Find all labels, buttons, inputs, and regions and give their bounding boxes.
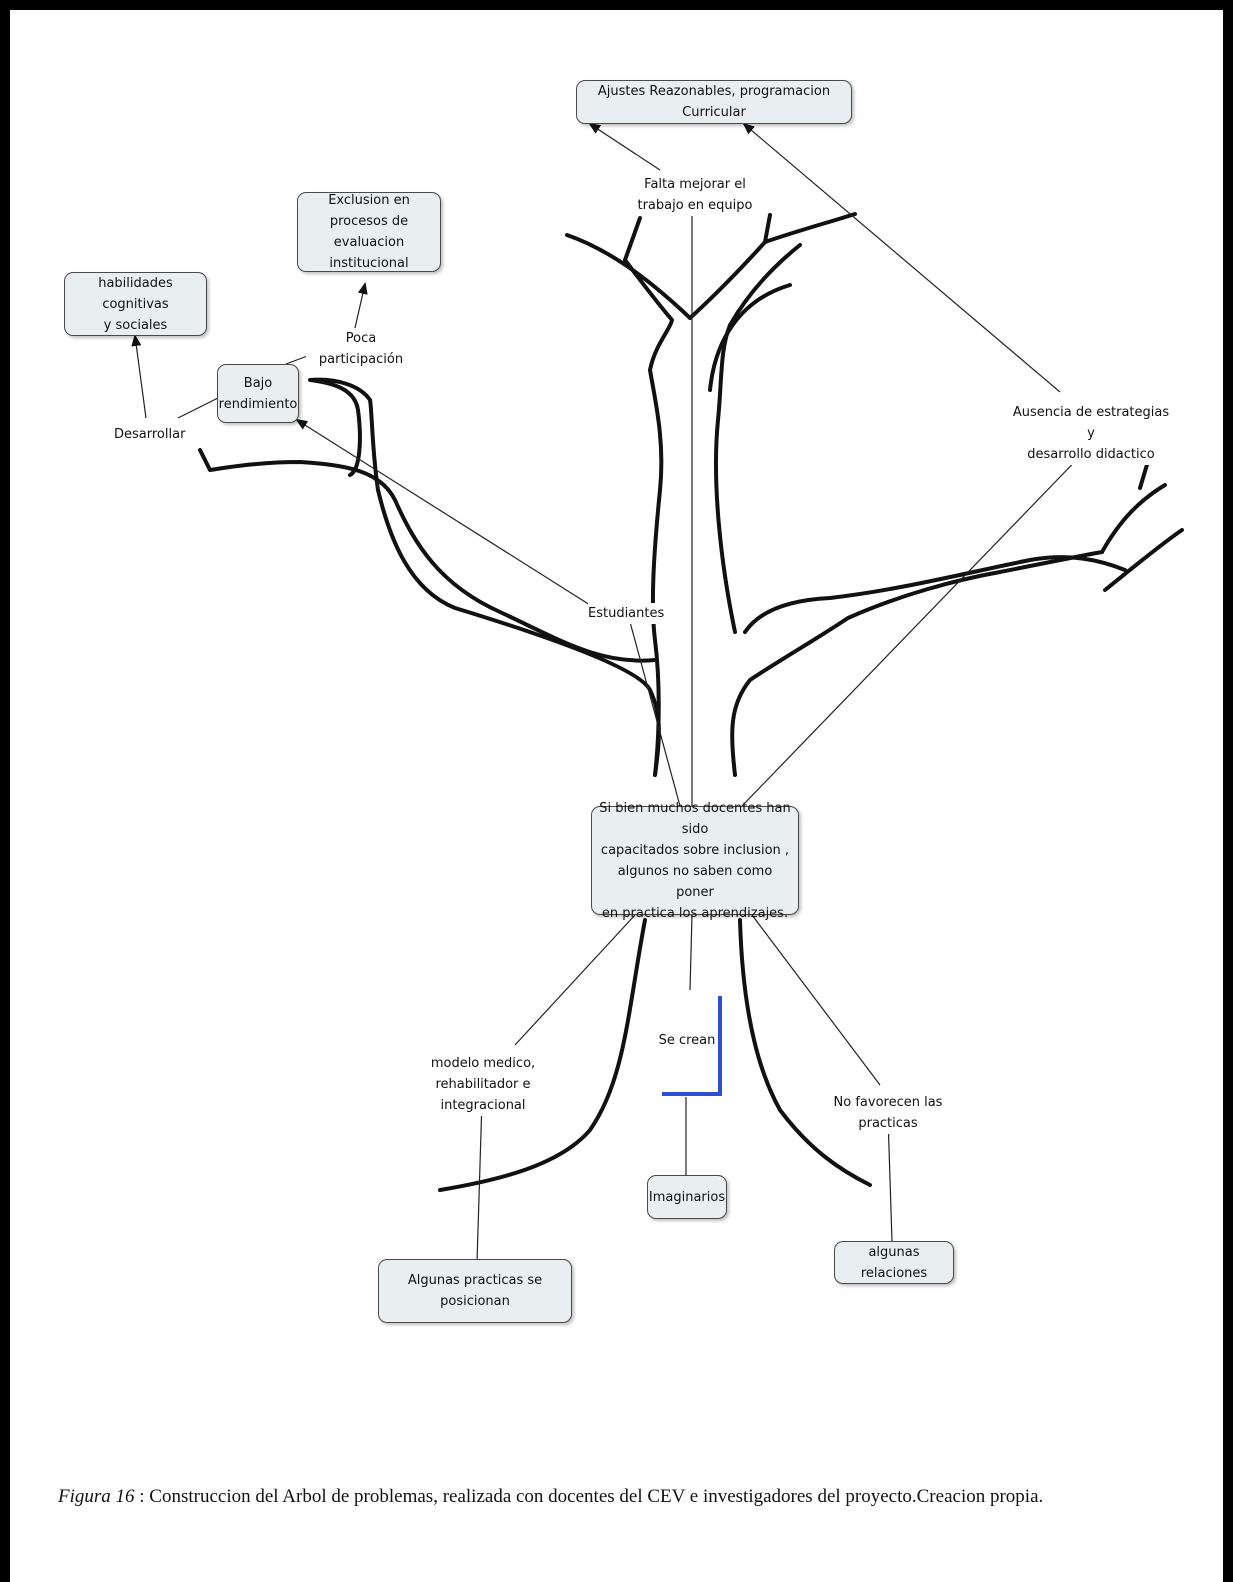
line-central-to-ausencia — [741, 447, 1089, 807]
line-nofavorecen-to-relaciones — [887, 1116, 893, 1242]
figure-caption-text: : Construccion del Arbol de problemas, r… — [134, 1486, 1044, 1507]
branch-left-hook — [308, 377, 372, 477]
trunk-center-right — [714, 243, 802, 634]
node-imaginarios: Imaginarios — [647, 1175, 727, 1219]
trunk-left-outline — [438, 918, 647, 1192]
connector-lines — [131, 122, 1089, 1263]
node-algunas-relaciones: algunas relaciones — [834, 1241, 954, 1284]
line-falta-to-ajustes — [588, 122, 661, 171]
line-central-to-modelo — [514, 914, 636, 1046]
trunk-right-outline — [738, 918, 872, 1187]
link-no-favorecen: No favorecen las practicas — [812, 1092, 964, 1134]
branch-right-main — [743, 555, 1127, 634]
crown-right — [763, 212, 857, 244]
branch-left-lower — [198, 448, 657, 663]
trunk-right-upper — [730, 550, 1104, 777]
trunk-left-upper — [368, 398, 661, 777]
line-estudiantes-to-bajo — [295, 418, 591, 606]
link-estudiantes: Estudiantes — [588, 603, 664, 624]
node-bajo-rendimiento: Bajo rendimiento — [217, 364, 299, 423]
link-se-crean: Se crean — [658, 1033, 716, 1048]
line-ausencia-to-ajustes — [742, 122, 1061, 393]
line-central-to-secrean — [689, 914, 693, 991]
tree-drawing — [198, 212, 1184, 1192]
line-central-to-estudiantes — [629, 621, 681, 807]
node-ajustes: Ajustes Reazonables, programacion Curric… — [576, 80, 852, 124]
line-modelo-to-algunas-practicas — [476, 1099, 483, 1263]
link-desarrollar: Desarrollar — [114, 424, 185, 445]
link-poca-participacion: Poca participación — [306, 328, 416, 370]
crown-left-twig — [623, 216, 642, 262]
node-habilidades: habilidades cognitivas y sociales — [64, 272, 207, 336]
figure-caption: Figura 16 : Construccion del Arbol de pr… — [58, 1480, 1158, 1514]
trunk-center-left — [623, 258, 674, 777]
node-central-problem: Si bien muchos docentes han sido capacit… — [591, 801, 799, 921]
blue-bracket — [662, 996, 722, 1096]
link-falta-mejorar: Falta mejorar el trabajo en equipo — [636, 174, 754, 216]
node-algunas-practicas: Algunas practicas se posicionan — [378, 1259, 572, 1323]
crown-left — [565, 213, 772, 320]
branch-right-tip-lower — [1103, 528, 1184, 592]
node-exclusion: Exclusion en procesos de evaluacion inst… — [297, 192, 441, 272]
line-central-to-nofavorecen — [751, 914, 881, 1086]
crown-inner — [708, 283, 792, 392]
link-modelo-medico: modelo medico, rehabilitador e integraci… — [398, 1053, 568, 1116]
figure-caption-label: Figura 16 — [58, 1486, 135, 1507]
line-poca-to-exclusion — [354, 282, 368, 329]
line-desarrollar-to-habilidades — [131, 334, 147, 419]
link-ausencia-estrategias: Ausencia de estrategias y desarrollo did… — [1010, 402, 1172, 465]
line-bajo-to-desarrollar — [177, 397, 219, 419]
